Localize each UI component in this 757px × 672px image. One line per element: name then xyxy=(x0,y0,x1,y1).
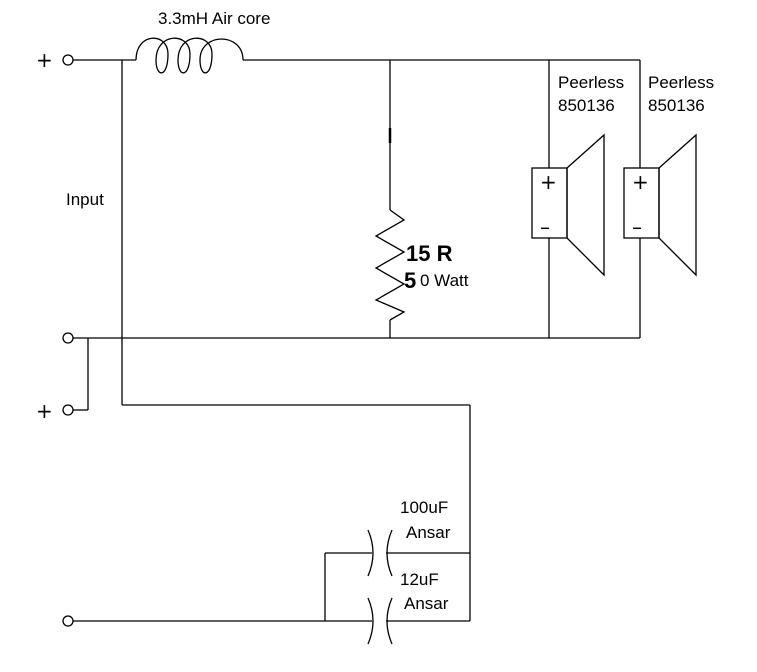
capacitor-100uf xyxy=(367,529,393,577)
speaker-2-plus: + xyxy=(632,170,649,194)
plus-sign-bottom: + xyxy=(36,399,53,423)
speaker-2 xyxy=(623,133,697,277)
speaker-1-plus: + xyxy=(540,170,557,194)
wires xyxy=(73,59,641,622)
inductor-label: 3.3mH Air core xyxy=(158,9,270,28)
resistor-zigzag xyxy=(374,209,406,321)
input-terminal-top xyxy=(62,54,74,66)
capacitor-1-brand: Ansar xyxy=(406,523,451,542)
resistor-value-label: 15 R xyxy=(406,241,453,266)
speaker-1-minus: – xyxy=(540,215,550,239)
input-label: Input xyxy=(66,190,104,209)
speaker-1 xyxy=(531,133,605,277)
inductor-coil xyxy=(135,37,244,74)
speaker-2-minus: – xyxy=(632,215,642,239)
speaker-1-brand: Peerless xyxy=(558,73,624,92)
capacitor-12uf xyxy=(367,597,393,645)
resistor-power-prefix: 5 xyxy=(404,268,416,293)
capacitor-1-value: 100uF xyxy=(400,498,448,517)
speaker-1-model: 850136 xyxy=(558,96,615,115)
input-terminal-lower xyxy=(62,404,74,416)
speaker-2-brand: Peerless xyxy=(648,73,714,92)
input-terminal-bottom xyxy=(62,615,74,627)
speaker-2-model: 850136 xyxy=(648,96,705,115)
input-terminal-middle xyxy=(62,332,74,344)
resistor-power-label: 0 Watt xyxy=(420,271,469,290)
capacitor-2-brand: Ansar xyxy=(404,594,449,613)
plus-sign-top: + xyxy=(36,48,53,72)
capacitor-2-value: 12uF xyxy=(400,570,439,589)
